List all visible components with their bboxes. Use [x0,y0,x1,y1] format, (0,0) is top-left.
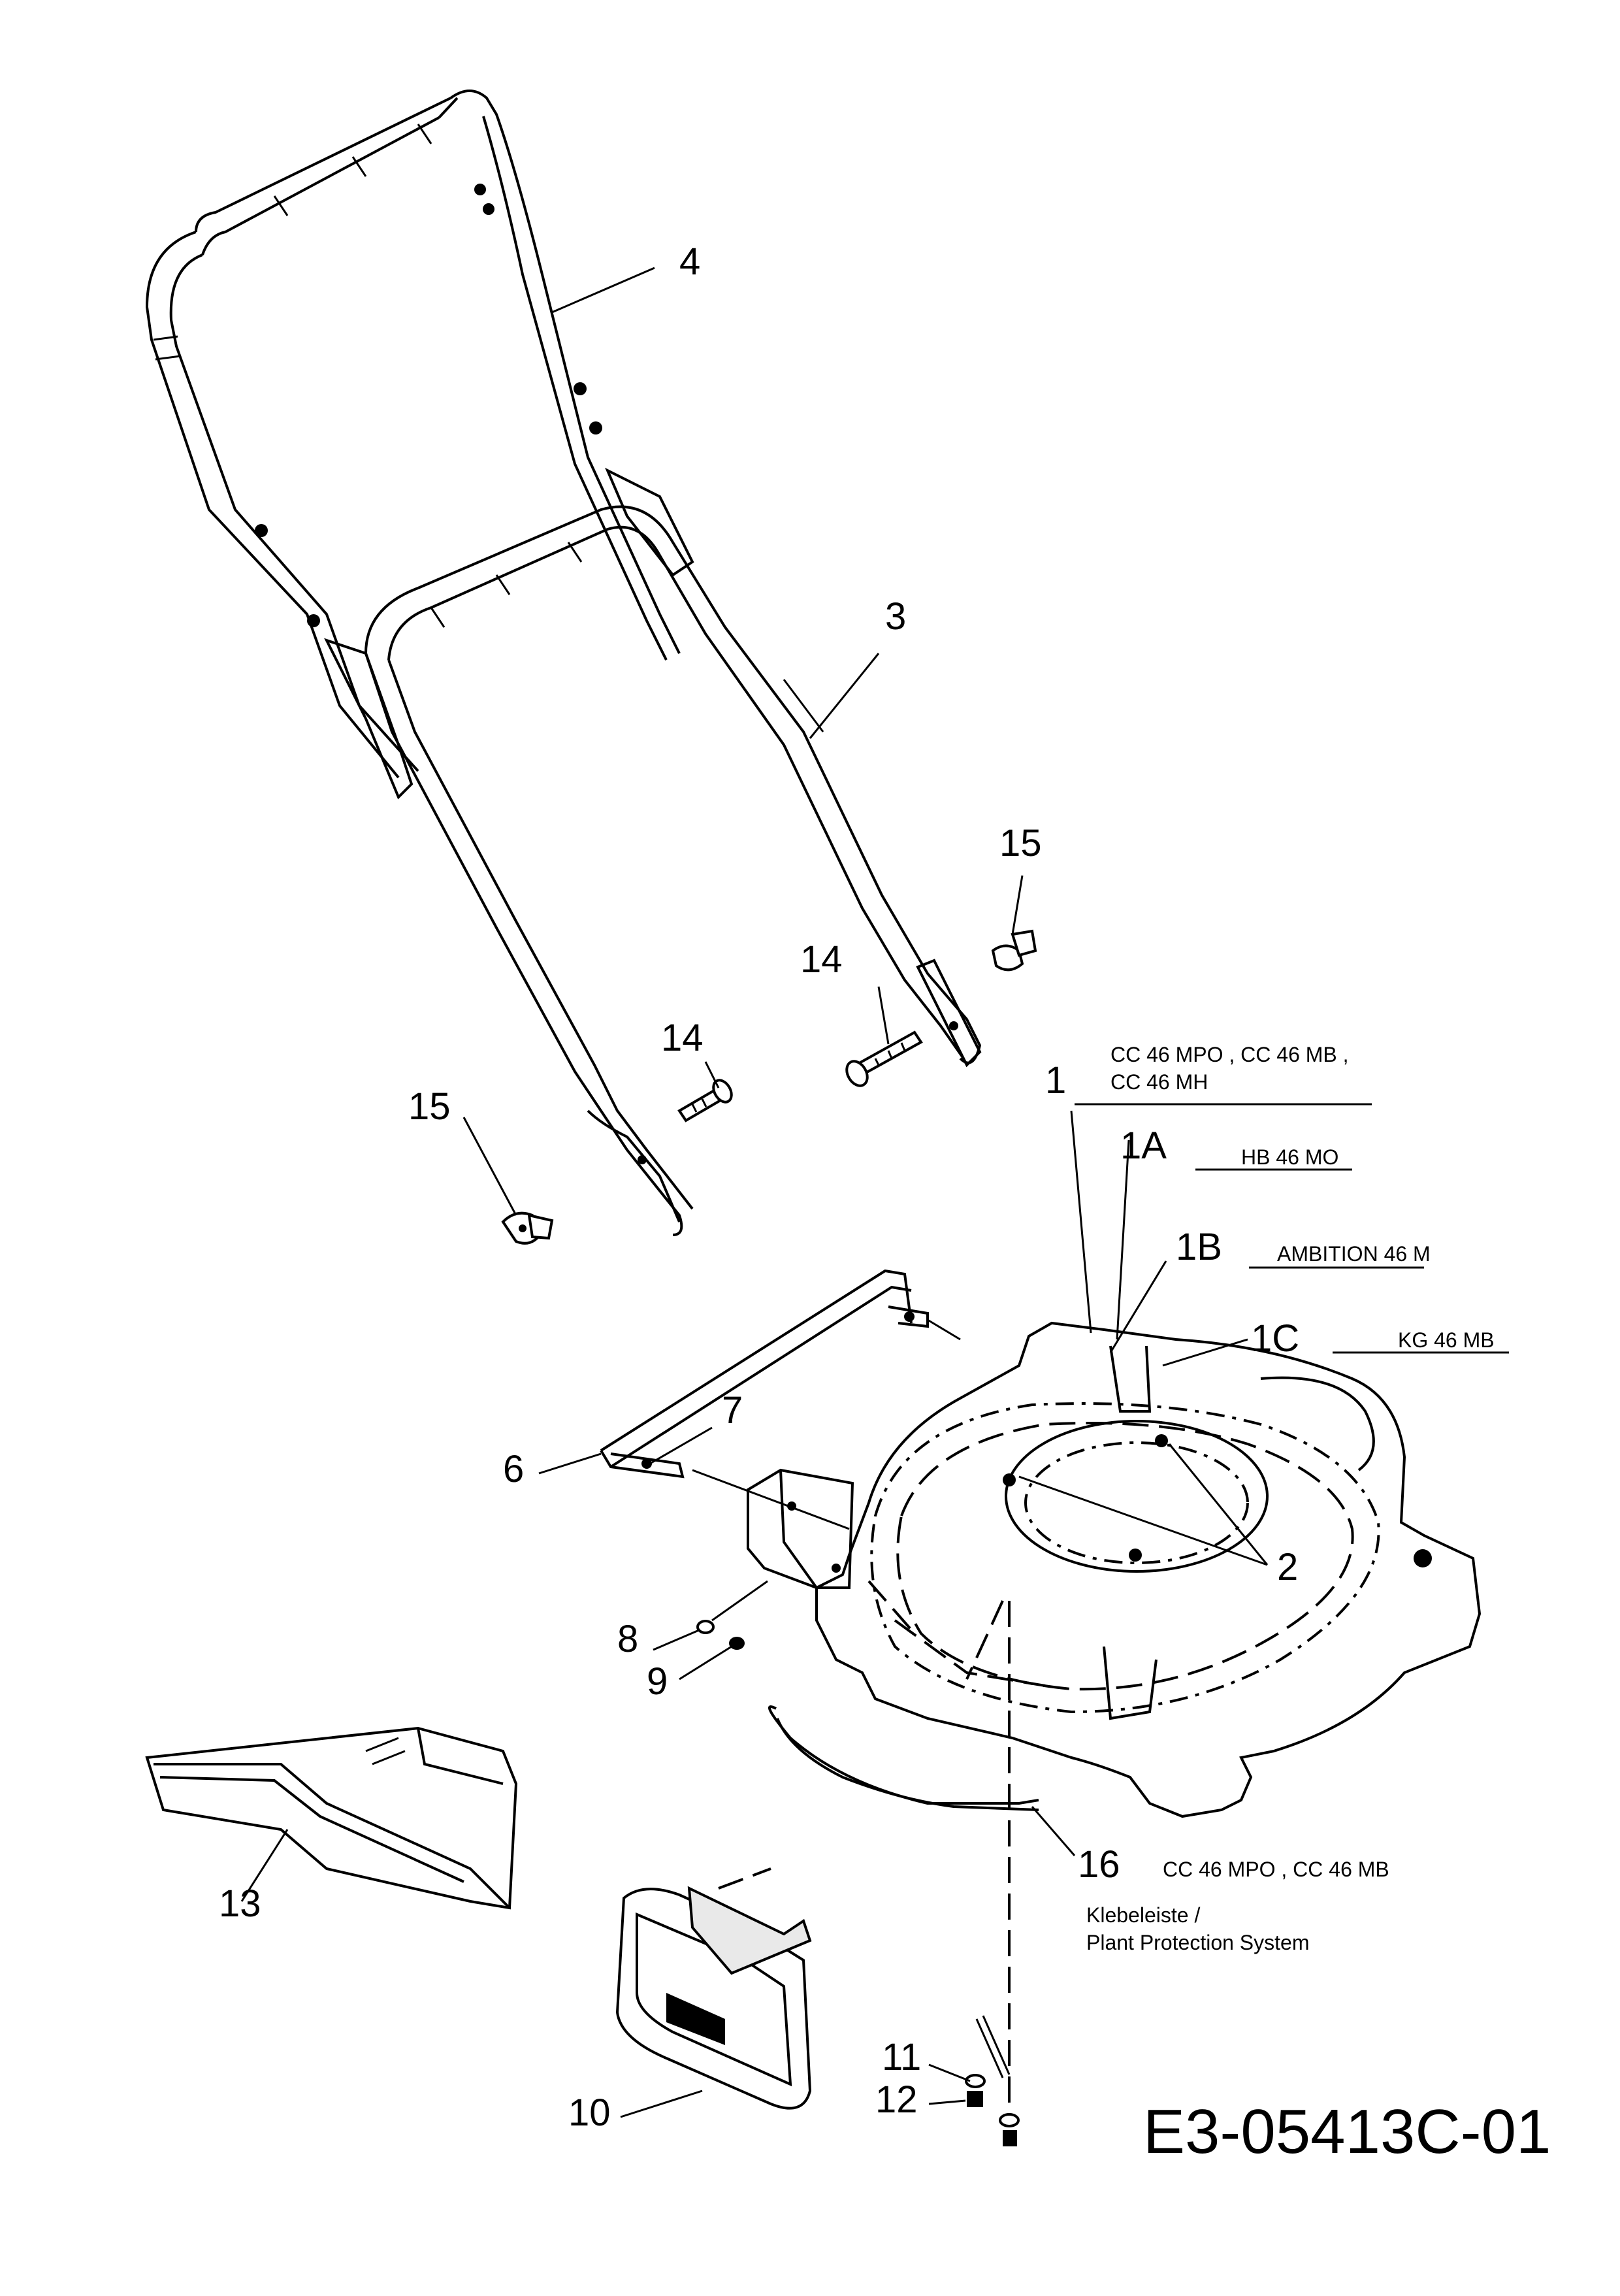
mulch-plug-part [615,1867,812,2110]
callout-14-right: 14 [800,938,843,981]
leader-lines [240,267,1509,2118]
part-16-description-line2: Plant Protection System [1086,1931,1310,1954]
callout-1b: 1B [1176,1226,1222,1268]
callout-10: 10 [568,2091,611,2134]
grass-deflector-part [145,1726,518,1910]
knob-right-part [991,929,1037,972]
model-note-16: CC 46 MPO , CC 46 MB [1163,1858,1389,1881]
callout-1c: 1C [1251,1317,1300,1360]
callout-9: 9 [647,1660,668,1703]
rear-bracket-part [600,1269,929,1479]
callout-11: 11 [882,2036,922,2078]
callout-4: 4 [679,240,701,283]
callout-15-right: 15 [999,822,1042,864]
mower-deck-part [747,1321,1482,1818]
callout-3: 3 [885,595,907,638]
callout-13: 13 [219,1882,261,1925]
drawing-code: E3-05413C-01 [1143,2097,1551,2167]
callout-7: 7 [722,1389,743,1432]
model-note-1a: HB 46 MO [1241,1145,1339,1169]
callout-12: 12 [875,2078,918,2121]
adhesive-strip-part [768,1705,1039,1805]
callout-2: 2 [1277,1546,1299,1588]
model-note-1b: AMBITION 46 M [1277,1242,1431,1266]
bolt-left-part [677,1079,733,1123]
callout-1a: 1A [1120,1124,1167,1167]
callout-8: 8 [617,1618,639,1660]
callout-16: 16 [1078,1843,1120,1886]
washer-nut-parts [696,1580,768,1650]
lower-handle-part [364,505,982,1236]
blade-bolt-parts [965,1600,1020,2146]
callout-6: 6 [503,1448,525,1490]
part-16-description-line1: Klebeleiste / [1086,1903,1201,1927]
upper-handle-part [145,90,694,800]
bolt-right-part [845,1030,923,1087]
callout-15-left: 15 [408,1085,451,1128]
model-note-1-line2: CC 46 MH [1110,1070,1208,1094]
callout-14-left: 14 [661,1017,704,1059]
model-note-1c: KG 46 MB [1398,1328,1495,1352]
model-note-1-line1: CC 46 MPO , CC 46 MB , [1110,1043,1349,1066]
callout-1: 1 [1045,1059,1067,1102]
knob-left-part [501,1211,554,1245]
